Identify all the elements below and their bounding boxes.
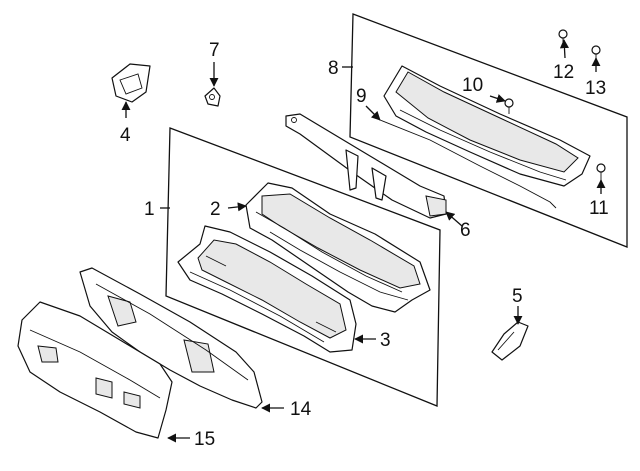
part-upper-cowl-panel <box>245 182 431 313</box>
part-lower-insulator <box>17 301 173 439</box>
part-weatherstrip <box>379 119 557 209</box>
callout-10: 10 <box>462 75 483 96</box>
group-panel-cowl <box>165 127 441 407</box>
leader-10 <box>489 94 506 103</box>
leader-9 <box>365 105 381 121</box>
part-bracket-right <box>491 321 529 361</box>
part-bracket-left <box>111 63 151 103</box>
leader-6 <box>445 211 463 227</box>
part-cowl-support <box>285 113 447 219</box>
fastener-10-icon <box>504 98 514 114</box>
callout-13: 13 <box>585 78 606 99</box>
callout-4: 4 <box>120 125 131 146</box>
fastener-13-icon <box>591 45 601 60</box>
callout-5: 5 <box>512 286 523 307</box>
fastener-11-icon <box>596 163 606 180</box>
callout-12: 12 <box>553 62 574 83</box>
callout-8: 8 <box>328 58 339 79</box>
callout-15: 15 <box>194 429 215 450</box>
callout-1: 1 <box>144 199 155 220</box>
callout-9: 9 <box>356 86 367 107</box>
callout-2: 2 <box>210 199 221 220</box>
leader-12 <box>559 39 569 59</box>
part-clip <box>204 87 221 107</box>
leader-2 <box>227 202 247 212</box>
callout-6: 6 <box>460 220 471 241</box>
part-lower-cowl-panel <box>177 225 357 353</box>
callout-7: 7 <box>209 40 220 61</box>
fastener-12-icon <box>558 29 568 44</box>
callout-14: 14 <box>290 399 312 420</box>
part-dash-insulator <box>79 267 263 409</box>
callout-11: 11 <box>589 198 609 219</box>
part-cowl-cover <box>383 65 591 187</box>
callout-3: 3 <box>380 330 391 351</box>
